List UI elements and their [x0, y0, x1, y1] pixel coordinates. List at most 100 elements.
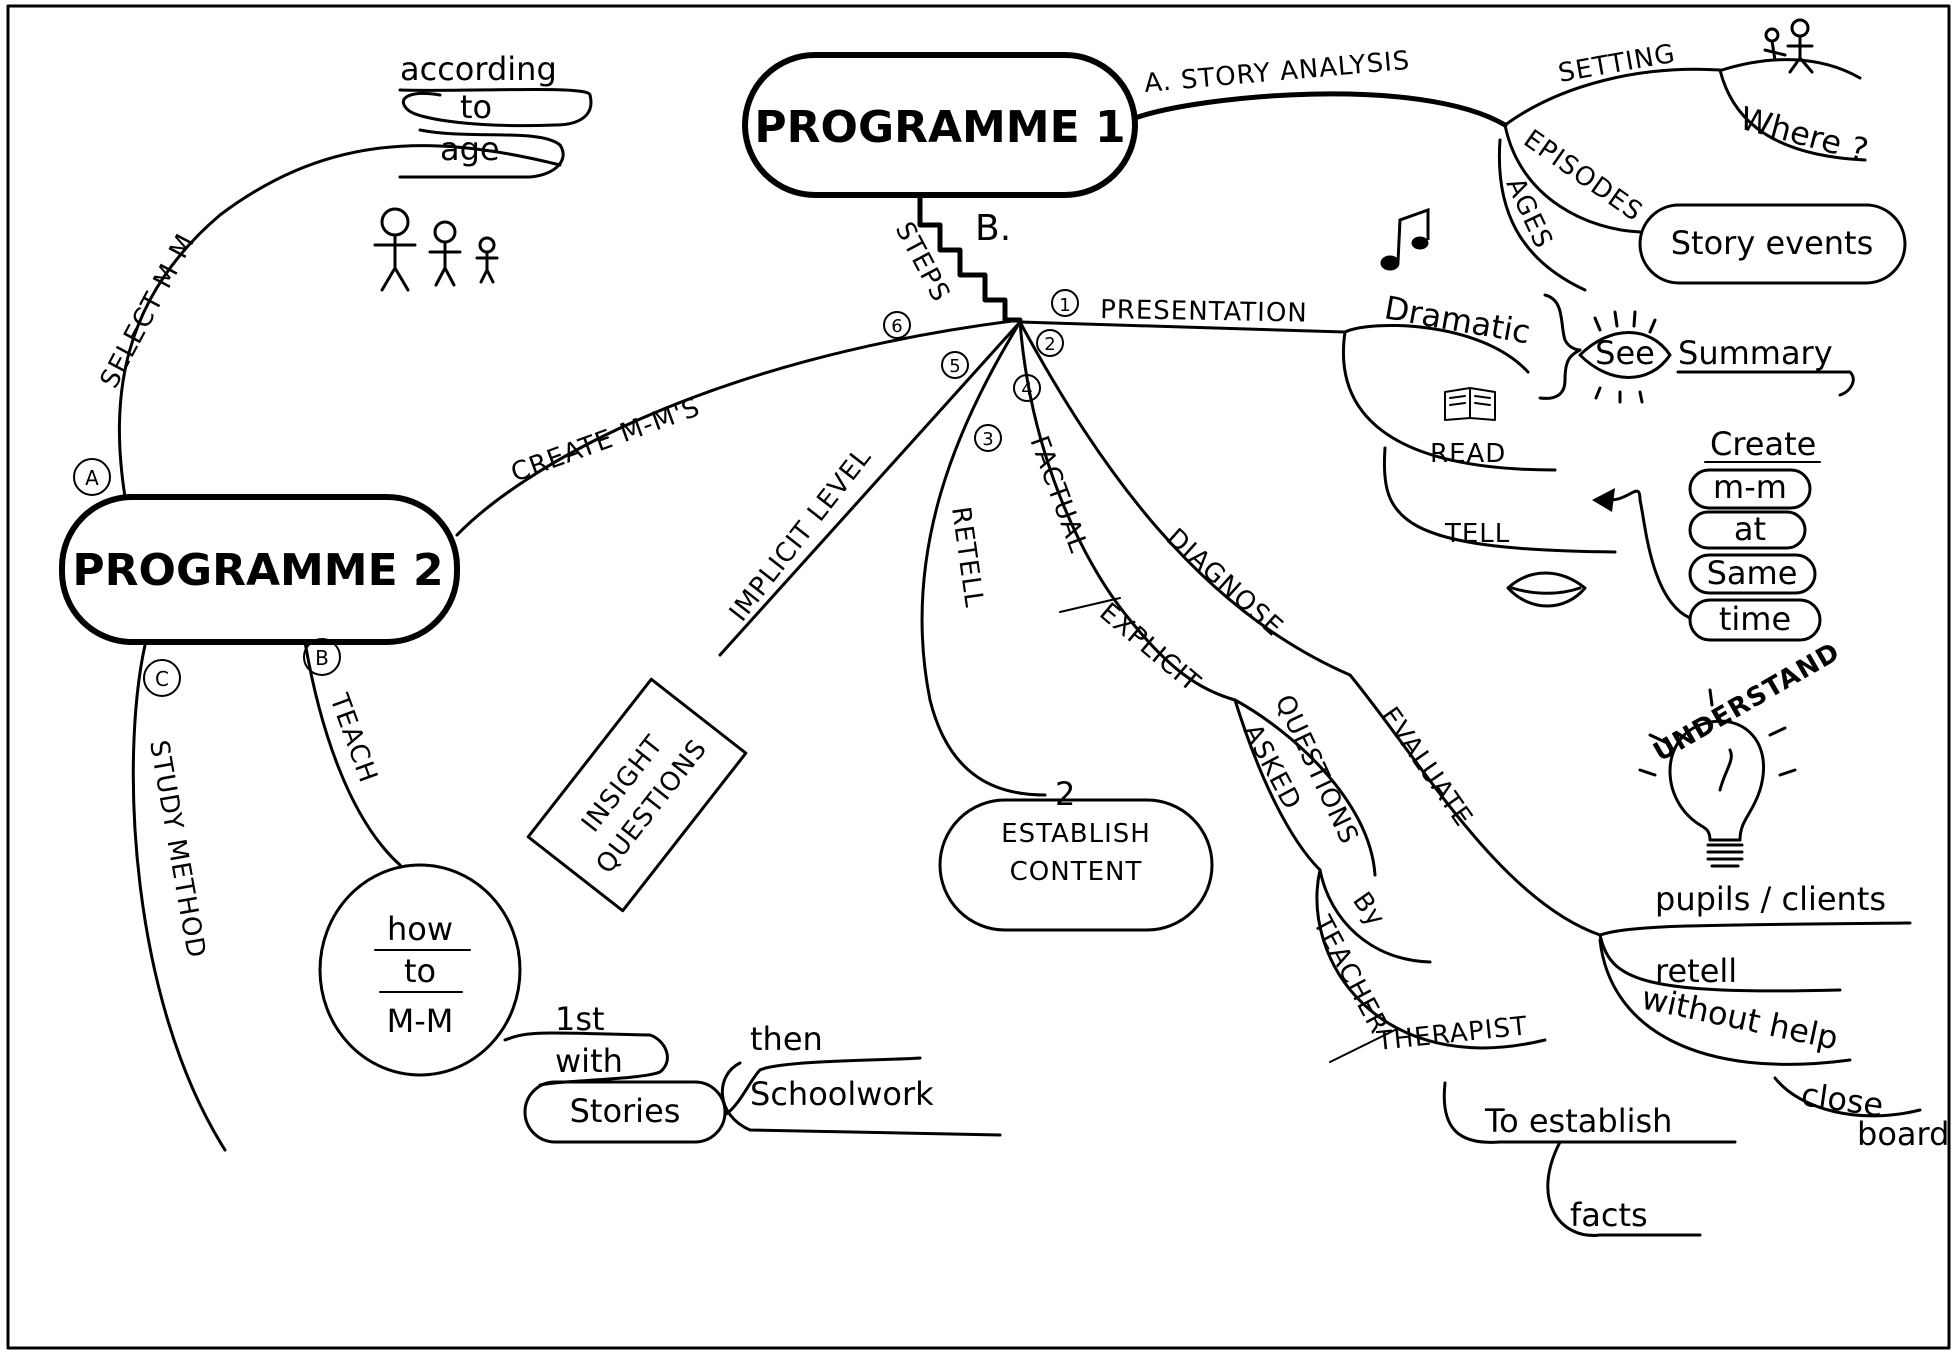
teacher-line [1315, 868, 1547, 1050]
read-label: READ [1430, 439, 1506, 469]
retell-lower-line [1598, 933, 1842, 993]
where-label: Where ? [1736, 99, 1872, 170]
tell-line [1382, 446, 1617, 554]
stories-label: Stories [570, 1092, 681, 1130]
steps-letter: B. [975, 208, 1011, 249]
steps-zigzag [917, 192, 1023, 323]
schoolwork-label: Schoolwork [750, 1075, 934, 1113]
according-label: according [400, 50, 557, 88]
teach-label: TEACH [323, 689, 383, 787]
step-marker-5 [941, 351, 969, 379]
understand-label: UNDERSTAND [1649, 637, 1846, 768]
how-to-bubble [318, 863, 522, 1077]
insight-questions-box: INSIGHT QUESTIONS [526, 677, 748, 913]
step-marker-3 [1036, 329, 1064, 357]
programme-1-title: PROGRAMME 1 [754, 102, 1125, 153]
by-line [1318, 868, 1432, 964]
create-arrow-line [1608, 489, 1692, 620]
schoolwork-connector [723, 1056, 922, 1117]
with-label: with [555, 1042, 623, 1080]
retell-label: RETELL [945, 505, 989, 610]
evaluate-label: EVALUATE [1374, 702, 1478, 833]
time-label: time [1719, 600, 1791, 638]
pupils-label: pupils / clients [1655, 880, 1886, 918]
questions-line [1233, 698, 1377, 877]
step-marker-4 [1013, 374, 1041, 402]
presentation-line [1018, 320, 1347, 334]
to-establish-line [1442, 1081, 1737, 1144]
ages-line [1497, 138, 1587, 292]
step-marker-4-label: 4 [1021, 379, 1032, 400]
book-icon [1444, 387, 1496, 421]
facts-label: facts [1570, 1196, 1648, 1234]
step-marker-6-label: 6 [891, 316, 902, 337]
implicit-line [718, 320, 1022, 657]
facts-line [1546, 1140, 1702, 1237]
time-bubble [1688, 598, 1822, 642]
music-note-icon [1380, 207, 1430, 271]
retell-line [920, 320, 1047, 797]
schoolwork-bubble [720, 1061, 1002, 1137]
select-mm-label: SELECT M-M [95, 229, 201, 394]
to-label: to [460, 88, 492, 126]
diagnose-line [1018, 320, 1602, 937]
factual-slash [1059, 597, 1121, 613]
episodes-line [1503, 123, 1642, 234]
explicit-label: EXPLICIT [1094, 597, 1207, 698]
by-label: By [1346, 887, 1391, 933]
programme-2-node [59, 494, 460, 645]
teacher-slash [1329, 1029, 1396, 1063]
marker-a-label: A [85, 466, 99, 490]
step-marker-6 [883, 311, 911, 339]
step-marker-5-label: 5 [949, 356, 960, 377]
create-label: Create [1710, 425, 1816, 463]
story-events-bubble [1638, 203, 1907, 285]
create-mms-line [455, 318, 1022, 537]
dramatic-line [1343, 323, 1530, 374]
study-method-label: STUDY METHOD [143, 738, 211, 961]
establish-label-2: CONTENT [1010, 857, 1143, 887]
asked-line [1233, 698, 1322, 872]
mm-bubble [1688, 468, 1812, 510]
programme-1-node [742, 52, 1138, 198]
summary-label: Summary [1678, 334, 1833, 372]
frame-border [6, 4, 1951, 1350]
marker-b [303, 638, 341, 676]
factual-line [1018, 320, 1237, 702]
marker-c-label: C [155, 667, 169, 691]
without-help-line [1598, 938, 1852, 1066]
first-label: 1st [555, 1000, 605, 1038]
age-curve [398, 128, 565, 179]
establish-label-1: ESTABLISH [1001, 819, 1151, 849]
setting-label: SETTING [1556, 39, 1678, 89]
story-analysis-label: A. STORY ANALYSIS [1143, 46, 1411, 99]
stick-figures-icon [373, 207, 499, 292]
pupils-line [1598, 921, 1912, 937]
how-label: how [387, 910, 453, 948]
age-label: age [440, 130, 500, 168]
therapist-label: THERAPIST [1375, 1011, 1530, 1057]
mm-label: m-m [1713, 468, 1787, 506]
step-marker-e-label: 3 [982, 429, 993, 450]
step-marker-1-label: 1 [1059, 295, 1070, 316]
hill [1720, 58, 1862, 80]
same-label: Same [1707, 554, 1798, 592]
lightbulb-icon [1668, 719, 1766, 868]
story-analysis-line [1132, 91, 1508, 128]
steps-label: STEPS [889, 217, 956, 307]
same-bubble [1688, 553, 1817, 595]
step-marker-1 [1051, 289, 1079, 317]
read-line [1341, 330, 1557, 472]
where-line [1718, 68, 1867, 162]
factual-label: FACTUAL [1023, 432, 1093, 557]
to-establish-label: To establish [1484, 1102, 1672, 1140]
marker-a [73, 458, 111, 496]
according-curve [398, 87, 593, 128]
board-label: board [1857, 1115, 1949, 1153]
at-bubble [1688, 510, 1807, 550]
step-marker-3-label: 2 [1044, 334, 1055, 355]
summary-underline [1676, 370, 1855, 397]
select-mm-line [117, 144, 562, 499]
mouth-icon [1506, 571, 1587, 608]
stories-bubble [523, 1080, 727, 1144]
